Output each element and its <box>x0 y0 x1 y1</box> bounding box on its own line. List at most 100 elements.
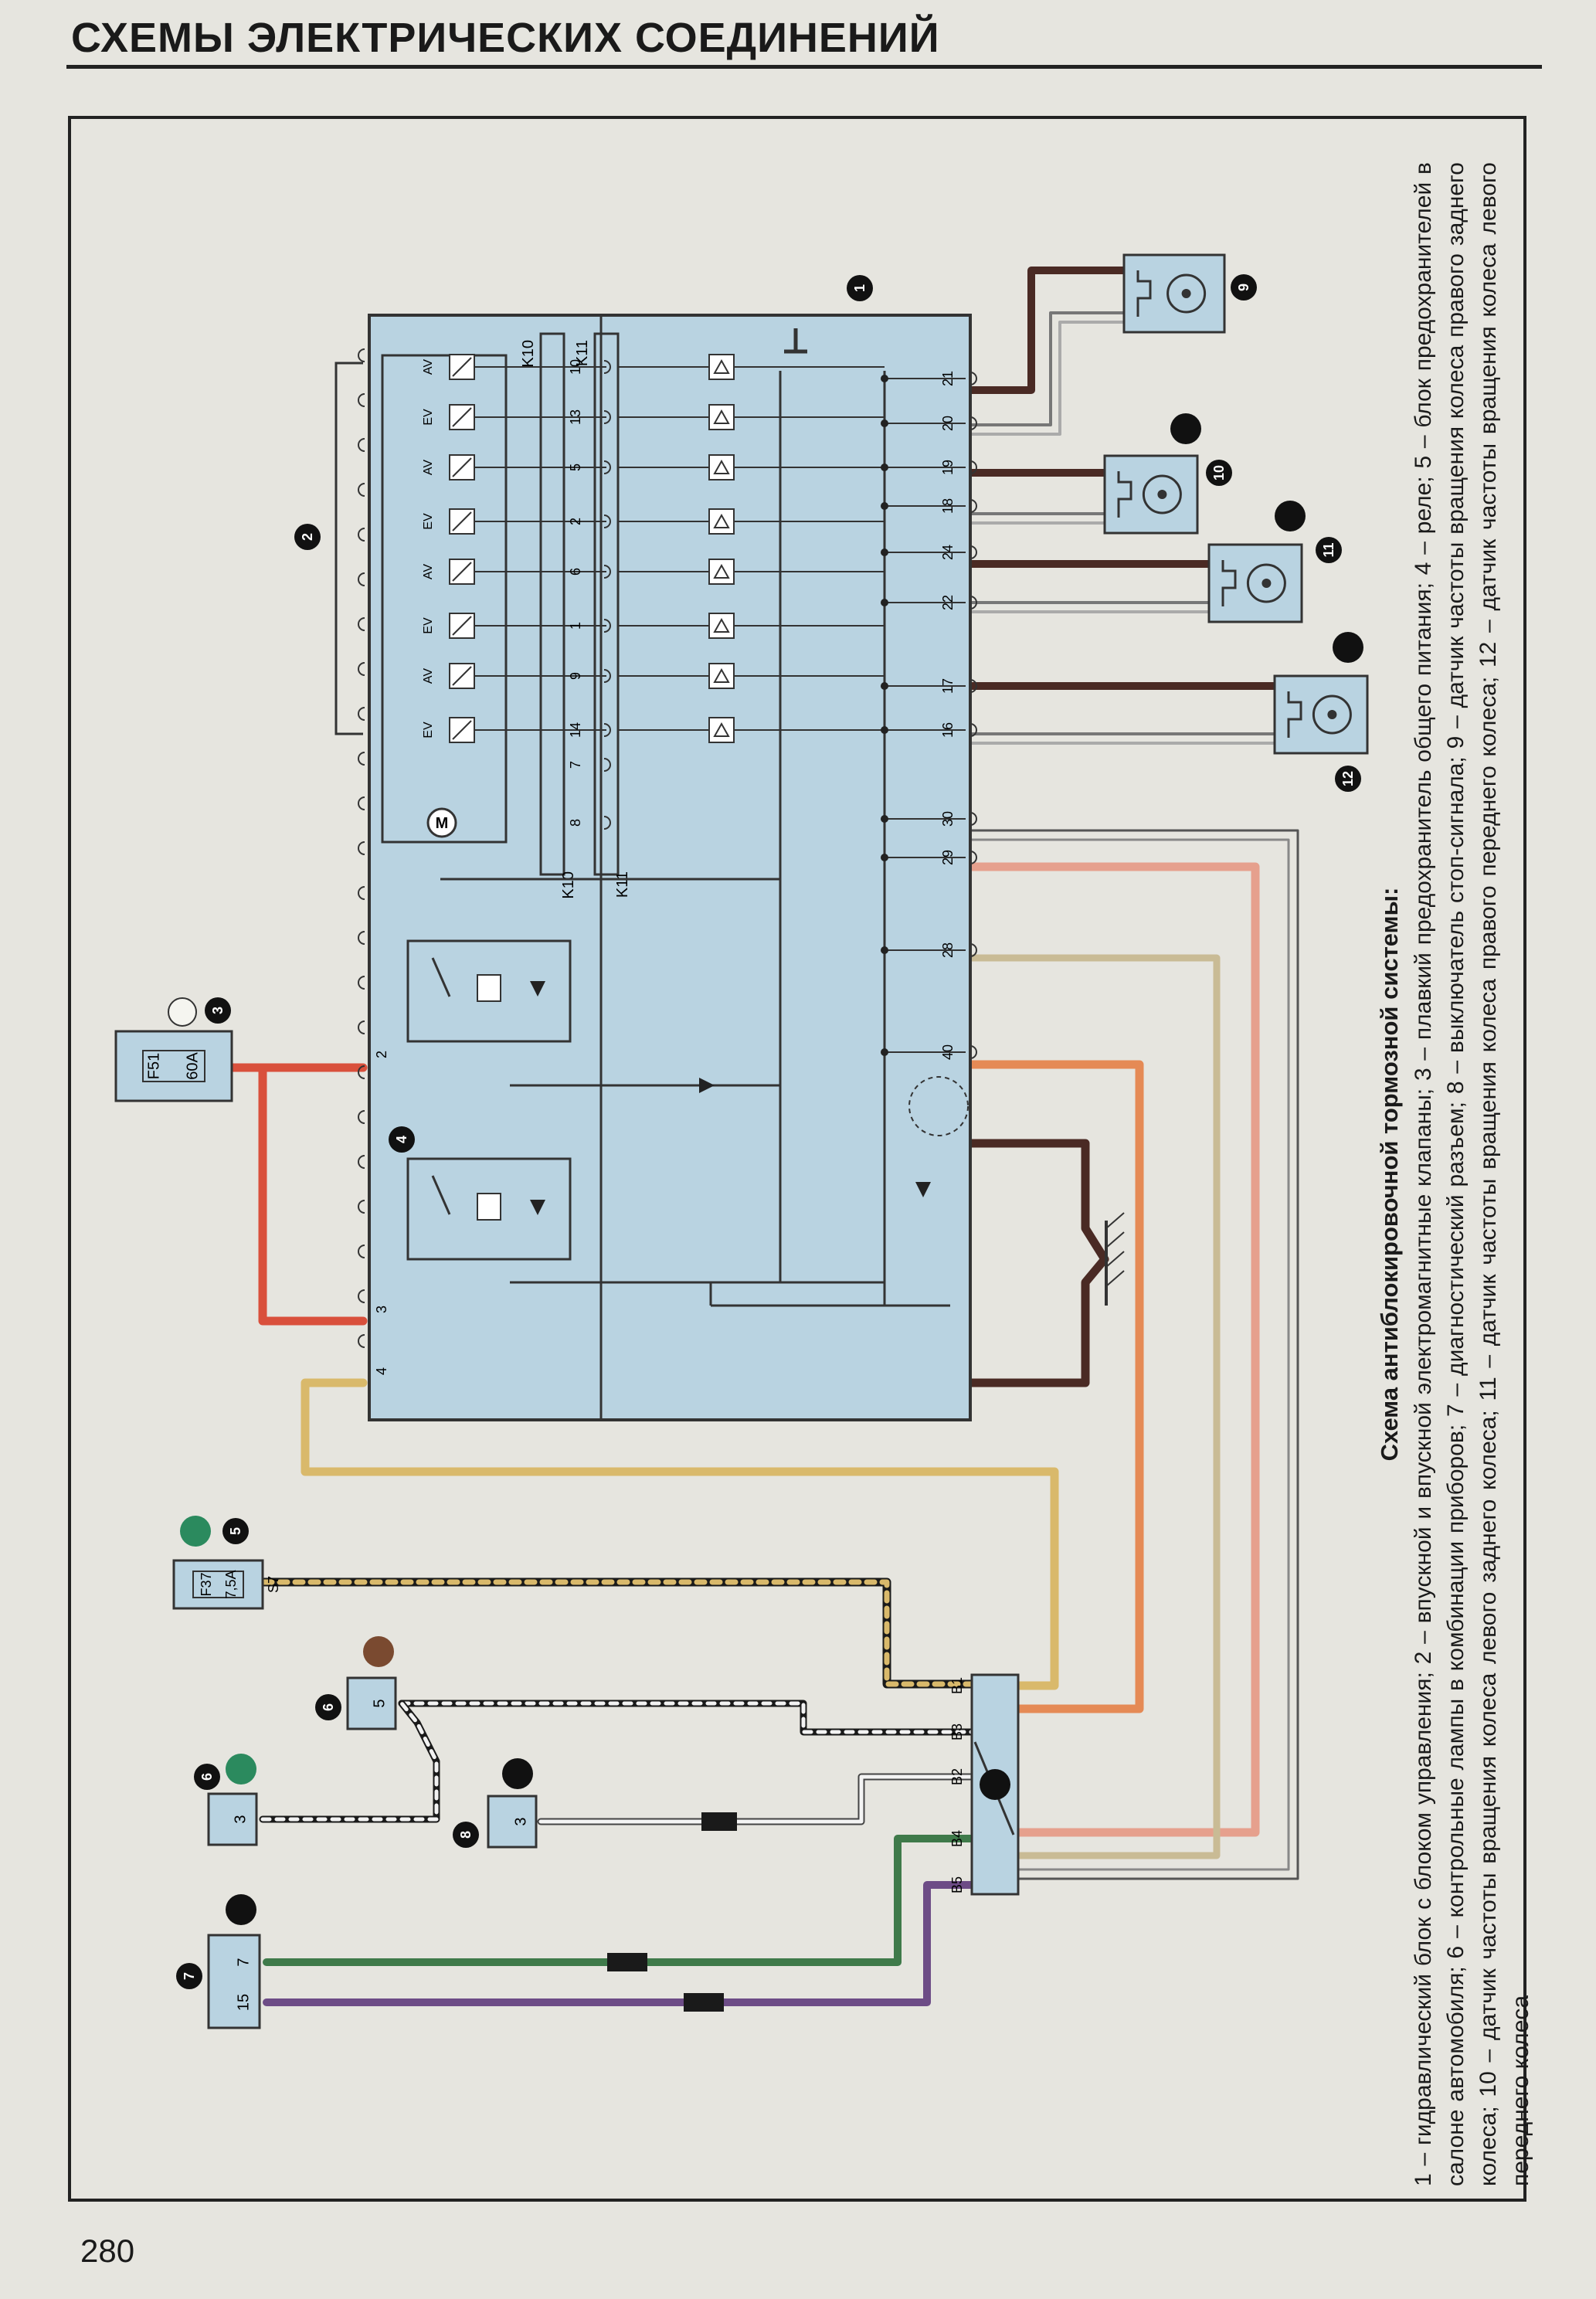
ecu-right-socket <box>969 679 977 693</box>
ecu-socket <box>358 752 365 766</box>
callout-n2: 2 <box>294 524 321 550</box>
wheel-sensor-11 <box>1207 543 1303 623</box>
svg-text:6: 6 <box>199 1773 215 1781</box>
wire-grey-30 <box>968 829 1299 1880</box>
wires <box>227 267 1299 2012</box>
stop-switch-connector-8: 3 <box>487 1795 538 1849</box>
callout-n9: 9 <box>1231 274 1257 301</box>
ecu-socket <box>358 886 365 900</box>
fuse-f37-name: F37 <box>199 1572 214 1596</box>
wire-orange <box>965 1060 1144 1713</box>
lamp-dot-11 <box>1275 501 1306 531</box>
fuse-f51-name: F51 <box>145 1053 162 1079</box>
k11-socket <box>603 565 611 579</box>
wire-stop-white-in <box>538 1774 976 1824</box>
valve-connector-bracket <box>334 362 363 735</box>
k10-pin-number: 10 <box>568 359 583 375</box>
svg-text:7: 7 <box>182 1972 197 1980</box>
ecu-socket <box>358 483 365 497</box>
ecu-socket <box>358 393 365 407</box>
hub-pin-label: B4 <box>949 1830 965 1847</box>
valve-label: EV <box>422 513 435 530</box>
k10-strip <box>539 332 565 876</box>
ecu-power-pin: 2 <box>374 1051 389 1058</box>
relay-coil-1 <box>477 974 501 1002</box>
diagram-caption: Схема антиблокировочной тормозной систем… <box>1374 162 1537 2186</box>
lamp-dot-7 <box>226 1894 256 1925</box>
k10-pin-number: 6 <box>568 568 583 576</box>
left-pin-group: 234 <box>374 1051 389 1375</box>
ecu-right-socket <box>969 812 977 826</box>
k10-pin-number: 8 <box>568 819 583 827</box>
page-title: СХЕМЫ ЭЛЕКТРИЧЕСКИХ СОЕДИНЕНИЙ <box>71 15 940 61</box>
ecu-socket <box>358 707 365 721</box>
lamp-dot-8 <box>502 1758 533 1789</box>
k11-socket <box>603 460 611 474</box>
callout-n8: 8 <box>453 1822 479 1848</box>
valve-label: AV <box>422 564 435 579</box>
ecu-right-socket <box>969 460 977 474</box>
ecu-socket <box>358 976 365 990</box>
driver-transistor <box>708 354 735 380</box>
svg-text:3: 3 <box>210 1007 226 1014</box>
k11-socket <box>603 619 611 633</box>
ecu-power-pin: 3 <box>374 1306 389 1313</box>
driver-transistor <box>708 559 735 585</box>
k10-pin-number: 1 <box>568 622 583 630</box>
valve-label: AV <box>422 668 435 684</box>
k10-pin-number: 13 <box>568 409 583 425</box>
ecu-socket <box>358 796 365 810</box>
lamp-dot-6b <box>226 1754 256 1785</box>
callout-n6b: 6 <box>194 1764 220 1790</box>
wire-yellow <box>301 1378 1059 1690</box>
svg-text:12: 12 <box>1340 771 1356 786</box>
wire-green <box>263 1835 977 1966</box>
ecu-right-socket <box>969 545 977 559</box>
ecu-socket <box>358 931 365 945</box>
ecu-socket <box>358 662 365 676</box>
hub-pin-label: B2 <box>949 1768 965 1785</box>
valve-label: EV <box>422 409 435 426</box>
wire-grey-30b <box>968 838 1290 1871</box>
ecu-socket <box>358 1155 365 1169</box>
caption-title: Схема антиблокировочной тормозной систем… <box>1376 887 1403 1462</box>
svg-text:5: 5 <box>228 1527 243 1535</box>
hub-pin-label: B1 <box>949 1677 965 1694</box>
driver-transistor <box>708 404 735 430</box>
valve-label: AV <box>422 460 435 475</box>
diagram-frame <box>68 116 1526 2202</box>
driver-transistor <box>708 717 735 743</box>
inline-connector-green <box>607 1953 647 1971</box>
fuse-f37: F37 7,5A S7 <box>172 1559 281 1610</box>
valve-label: EV <box>422 617 435 634</box>
ecu-socket <box>358 528 365 542</box>
ecu-right-socket <box>969 499 977 513</box>
k11-label-top: K11 <box>574 340 591 366</box>
svg-text:15: 15 <box>235 1994 252 2011</box>
svg-text:3: 3 <box>232 1815 249 1823</box>
hub-pin-label: B3 <box>949 1723 965 1740</box>
title-rule <box>66 65 1542 69</box>
svg-text:3: 3 <box>512 1817 529 1825</box>
relay-diode-1 <box>530 981 545 997</box>
valve-label: AV <box>422 359 435 375</box>
k11-strip <box>593 332 620 876</box>
wire-power-red <box>227 1063 368 1326</box>
svg-text:4: 4 <box>394 1136 409 1143</box>
driver-transistor <box>708 663 735 689</box>
ecu-socket <box>358 438 365 452</box>
ecu-right-socket <box>969 596 977 610</box>
callout-n10: 10 <box>1206 460 1232 486</box>
page-number: 280 <box>80 2233 135 2269</box>
ecu-zener <box>915 1182 931 1197</box>
lamp-dot-10 <box>1170 413 1201 444</box>
ecu-socket <box>358 1020 365 1034</box>
ecu-socket <box>358 1065 365 1079</box>
wheel-sensor-10 <box>1103 454 1199 535</box>
lamp-connector-6b: 3 <box>207 1792 258 1846</box>
k10-label-bottom: K10 <box>560 871 577 899</box>
pump-motor <box>426 807 457 838</box>
ecu-right-socket <box>969 372 977 385</box>
